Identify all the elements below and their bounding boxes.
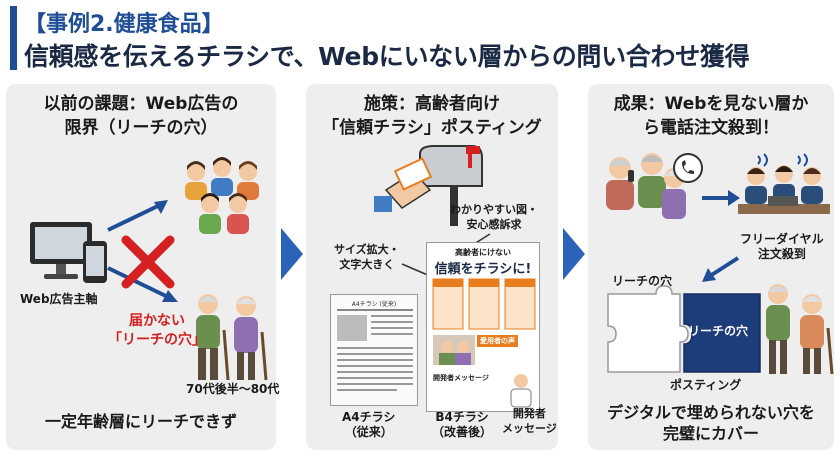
elderly-photo-icon	[433, 335, 475, 365]
b4-flyer-figure-boxes	[432, 278, 536, 330]
panel1-title-line1: 以前の課題：Web広告の	[43, 94, 239, 114]
not-reach-label: 届かない 「リーチの穴」	[108, 312, 206, 350]
flow-arrow-1-icon	[281, 228, 303, 280]
panel3-bottom-text: デジタルで埋められない穴を 完璧にカバー	[588, 402, 834, 444]
panel1-title-line2: 限界（リーチの穴）	[64, 118, 218, 138]
panel3-title: 成果：Webを見ない層か ら電話注文殺到！	[588, 92, 834, 140]
freedial-line1: フリーダイヤル	[740, 232, 824, 246]
elderly-group-icon	[766, 284, 834, 375]
arrow-to-callcenter-icon	[702, 190, 740, 206]
b4-flyer-big-title: 信頼をチラシに!	[434, 262, 532, 277]
a4-label-line2: （従来）	[344, 425, 393, 439]
panel2-title-line2: 「信頼チラシ」ポスティング	[322, 118, 542, 138]
panel1-title: 以前の課題：Web広告の 限界（リーチの穴）	[6, 92, 276, 140]
cross-mark-icon	[121, 235, 175, 289]
elderly-calling-group-icon	[606, 153, 686, 219]
web-ad-label: Web広告主軸	[20, 292, 98, 306]
developer-message-label: 開発者 メッセージ	[502, 406, 557, 436]
header-accent-bar	[10, 6, 17, 70]
age-label: 70代後半〜80代	[186, 382, 280, 396]
b4-flyer-voice-title: 愛用者の声	[477, 335, 518, 347]
case-tag: 【事例2.健康食品】	[24, 12, 224, 37]
b4-label-line1: B4チラシ	[435, 410, 489, 424]
callout-size: サイズ拡大・ 文字大きく	[334, 242, 400, 272]
reach-hole-label: リーチの穴	[612, 274, 673, 288]
not-reach-line1: 届かない	[129, 313, 185, 329]
b4-label: B4チラシ （改善後）	[432, 410, 492, 440]
developer-photo-icon	[510, 374, 532, 408]
arrow-to-elderly-icon	[107, 266, 178, 302]
dev-label-line2: メッセージ	[502, 422, 557, 435]
b4-label-line2: （改善後）	[432, 425, 493, 439]
callout-figure-line2: 安心感訴求	[466, 218, 522, 231]
panel2-title-line1: 施策：高齢者向け	[364, 94, 500, 114]
dev-label-line1: 開発者	[512, 407, 546, 420]
b4-flyer: 高齢者にけない 信頼をチラシに! 愛用者の声 開発者メッセージ	[426, 242, 540, 412]
panel-measure: 施策：高齢者向け 「信頼チラシ」ポスティング わかりやすい図・ 安心感訴求 サイ…	[306, 84, 558, 450]
page-headline: 信頼感を伝えるチラシで、Webにいない層からの問い合わせ獲得	[24, 42, 750, 71]
panel2-title: 施策：高齢者向け 「信頼チラシ」ポスティング	[306, 92, 558, 140]
a4-flyer: A4チラシ (従来)	[330, 294, 418, 406]
callout-figure-line1: わかりやすい図・	[450, 203, 538, 216]
a4-flyer-text-lines	[337, 309, 413, 391]
callout-size-line1: サイズ拡大・	[334, 243, 400, 256]
not-reach-line2: 「リーチの穴」	[108, 332, 206, 348]
computer-icon	[30, 222, 92, 279]
panel3-bottom-line1: デジタルで埋められない穴を	[607, 403, 815, 422]
posting-label: ポスティング	[670, 378, 742, 392]
mailbox-icon	[374, 145, 483, 226]
panel1-bottom-text: 一定年齢層にリーチできず	[44, 412, 237, 431]
freedial-label: フリーダイヤル 注文殺到	[740, 232, 824, 262]
arrow-down-left-icon	[702, 256, 740, 282]
phone-bubble-icon	[673, 153, 703, 183]
callout-size-line2: 文字大きく	[339, 258, 395, 271]
flow-arrow-2-icon	[563, 228, 585, 280]
young-people-group-icon	[185, 157, 259, 234]
panel-previous-issue: 以前の課題：Web広告の 限界（リーチの穴） Web広告主軸	[6, 84, 280, 450]
panel3-bottom-line2: 完璧にカバー	[662, 424, 759, 443]
panel3-title-line1: 成果：Webを見ない層か	[613, 94, 809, 114]
b4-flyer-small-title: 高齢者にけない	[455, 248, 511, 257]
elderly-couple-icon	[196, 294, 268, 381]
a4-flyer-header: A4チラシ (従来)	[351, 301, 397, 308]
call-center-icon	[738, 153, 830, 214]
panel3-title-line2: ら電話注文殺到！	[643, 118, 779, 138]
a4-label: A4チラシ （従来）	[342, 410, 395, 440]
header: 【事例2.健康食品】 信頼感を伝えるチラシで、Webにいない層からの問い合わせ獲…	[0, 0, 840, 78]
arrow-to-young-icon	[107, 200, 168, 232]
smartphone-icon	[83, 241, 107, 283]
b4-flyer-dev-title: 開発者メッセージ	[433, 374, 489, 382]
freedial-line2: 注文殺到	[757, 247, 806, 261]
a4-label-line1: A4チラシ	[342, 410, 396, 424]
puzzle-piece-text: リーチの穴	[688, 324, 749, 338]
callout-figure: わかりやすい図・ 安心感訴求	[450, 202, 538, 232]
puzzle-icon	[607, 285, 761, 373]
panel-result: 成果：Webを見ない層か ら電話注文殺到！ フリーダイヤル 注文殺到	[588, 84, 834, 450]
